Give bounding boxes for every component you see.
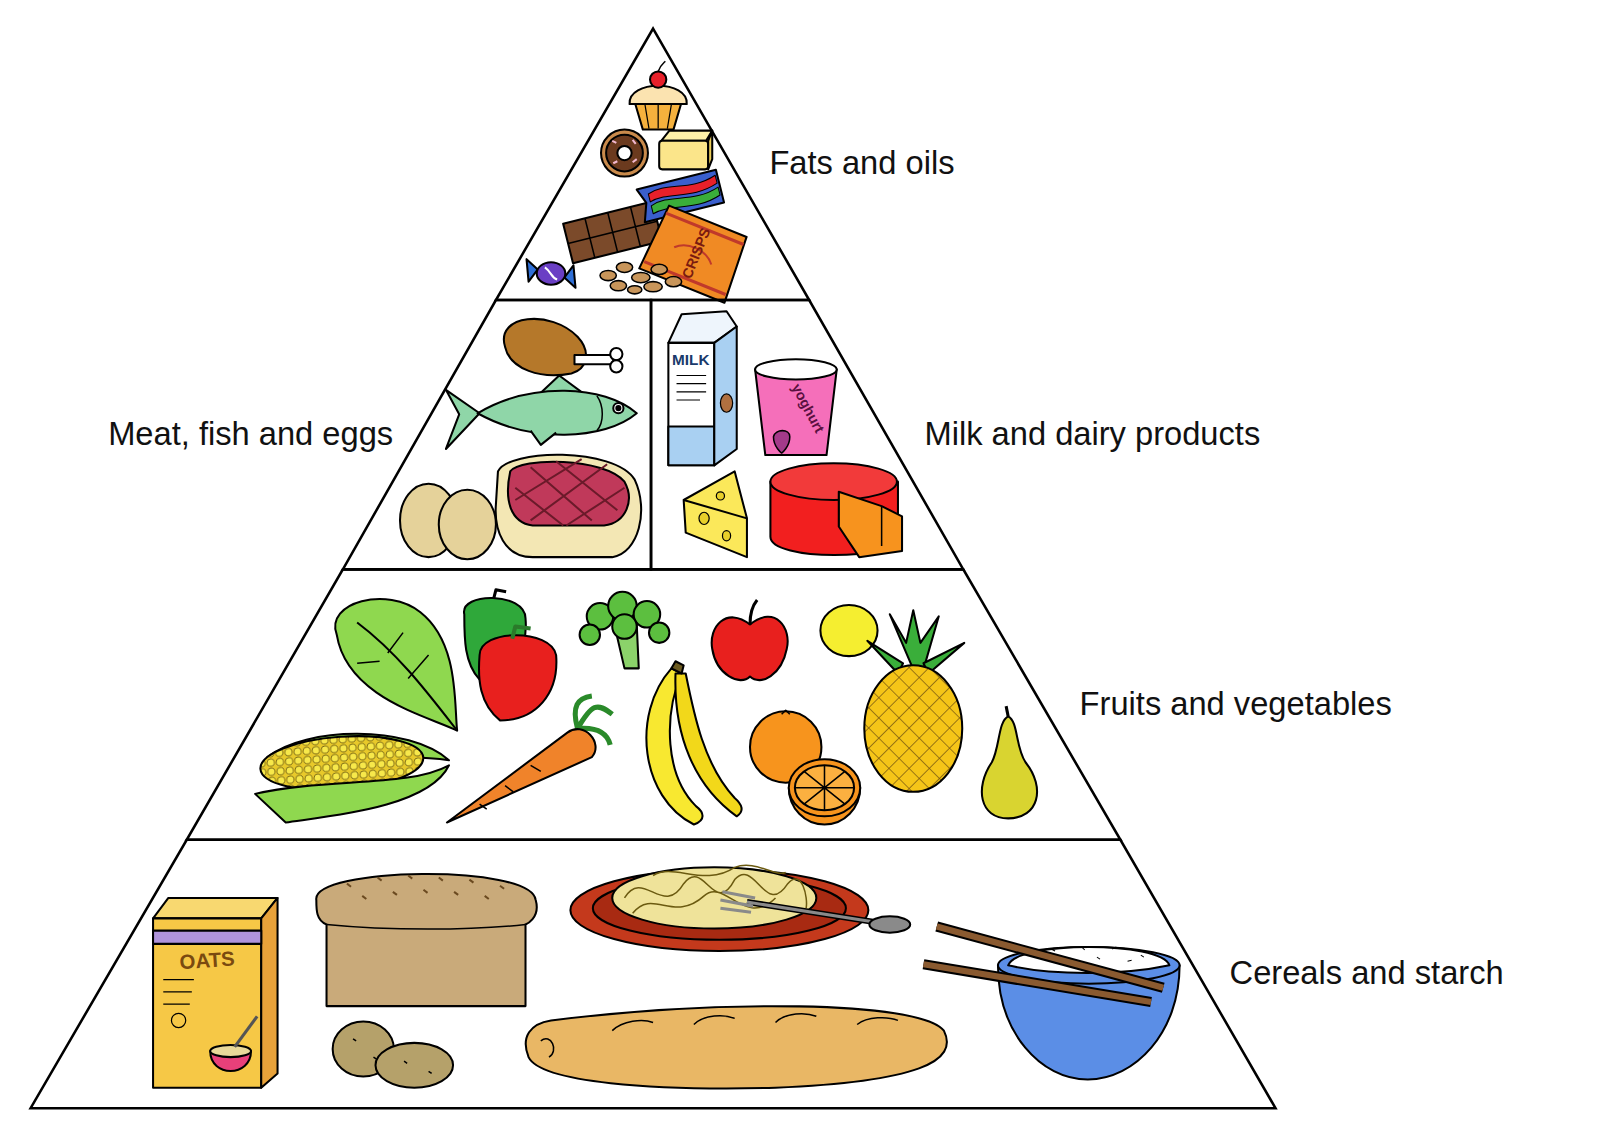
band-label: Fats and oils [769,144,954,183]
bananas [646,661,741,824]
chopsticks [923,927,1163,1003]
pyramid-band: Cereals and starch [28,837,1508,1111]
pyramid-band: Milk and dairy products [648,297,1263,573]
eggs [400,484,496,560]
band-label: Fruits and vegetables [1080,685,1392,724]
lettuce [335,599,457,731]
corn [255,731,449,822]
steak [496,455,641,557]
nuts [600,262,682,294]
oats-box [153,898,277,1088]
yoghurt-pot [755,359,837,455]
fish [446,376,637,449]
apple [712,600,788,680]
oranges [750,710,860,824]
donut [601,130,648,177]
baguette [526,1006,947,1088]
red-cheese [770,463,902,557]
band-outline [187,569,1121,839]
band-label: Meat, fish and eggs [108,414,393,453]
spaghetti-plate [570,865,868,951]
pyramid-band: Fruits and vegetables [184,566,1395,843]
peppers [464,590,556,721]
milk-carton [668,311,736,465]
bread-loaf [316,874,537,1006]
potatoes [333,1021,453,1087]
band-label: Milk and dairy products [924,414,1260,453]
pear [982,706,1037,818]
band-outline [31,840,1276,1108]
cheese-wedge [684,471,747,557]
band-label: Cereals and starch [1230,953,1504,992]
fork [720,892,910,933]
pyramid-band: Meat, fish and eggs [105,297,654,573]
band-outline [651,300,963,569]
band-outline [496,29,809,300]
butter [659,131,712,170]
crisps-bag [639,204,750,303]
package-text: OATS [179,948,235,972]
sweet [527,259,576,288]
broccoli [580,592,670,669]
pineapple [864,610,964,792]
lemon [820,605,877,656]
package-text: MILK [672,352,709,367]
carrot [447,696,612,823]
pyramid-band: Fats and oils [493,26,957,304]
chicken-leg [504,319,623,375]
